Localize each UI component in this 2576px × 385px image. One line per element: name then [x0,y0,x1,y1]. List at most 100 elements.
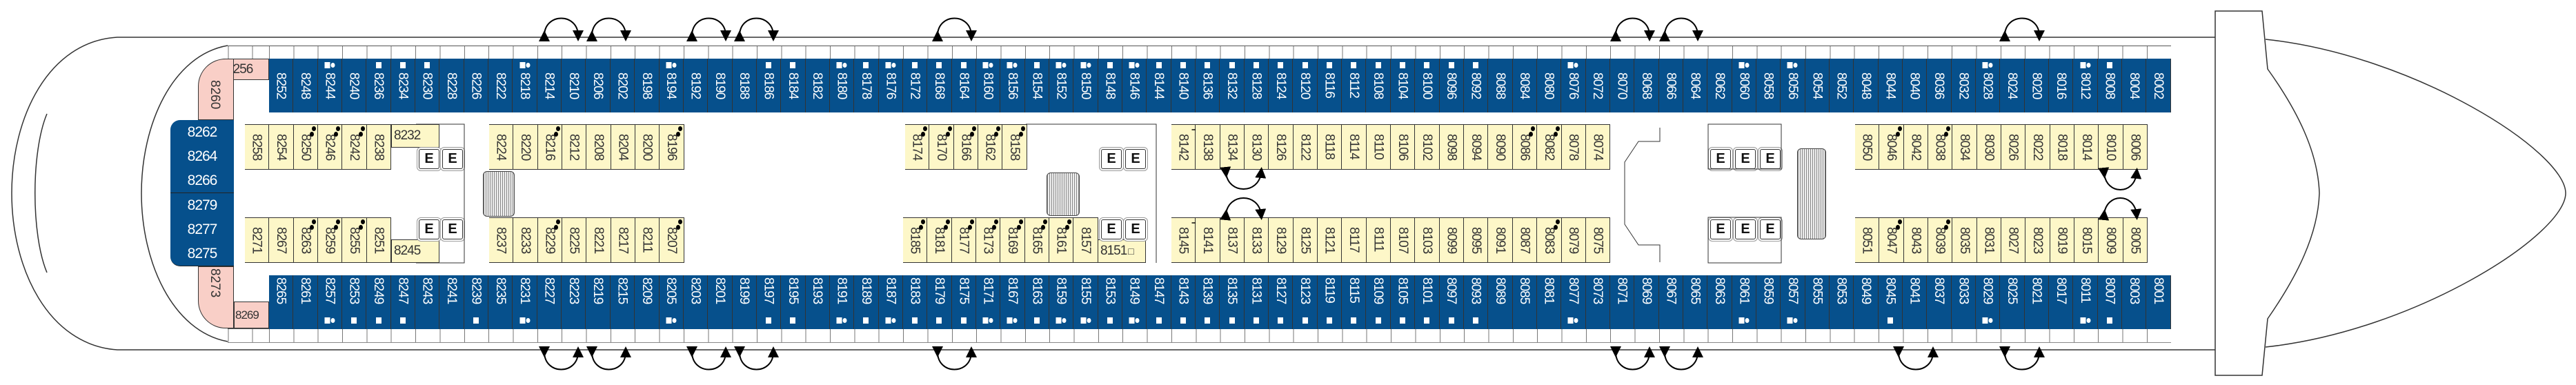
cabin-8079[interactable]: 8079 [1561,217,1586,263]
cabin-8062[interactable]: 8062 [1707,59,1732,112]
cabin-8162[interactable]: 8162 [978,124,1003,170]
cabin-8148[interactable]: 8148 [1098,59,1123,112]
cabin-8032[interactable]: 8032 [1951,59,1976,112]
cabin-8173[interactable]: 8173 [976,217,1001,263]
cabin-8129[interactable]: 8129 [1269,217,1294,263]
cabin-8078[interactable]: 8078 [1561,124,1586,170]
cabin-8091[interactable]: 8091 [1488,217,1513,263]
cabin-8203[interactable]: 8203 [683,275,709,329]
cabin-8036[interactable]: 8036 [1927,59,1952,112]
cabin-8217[interactable]: 8217 [611,217,636,263]
cabin-8072[interactable]: 8072 [1585,59,1610,112]
cabin-8117[interactable]: 8117 [1342,217,1367,263]
cabin-8089[interactable]: 8089 [1488,275,1513,329]
cabin-8010[interactable]: 8010 [2099,124,2123,170]
cabin-8029[interactable]: 8029 [1976,275,2001,329]
cabin-8228[interactable]: 8228 [439,59,464,112]
cabin-8115[interactable]: 8115 [1342,275,1367,329]
cabin-8066[interactable]: 8066 [1658,59,1683,112]
cabin-8158[interactable]: 8158 [1002,124,1027,170]
cabin-8177[interactable]: 8177 [951,217,977,263]
cabin-8049[interactable]: 8049 [1854,275,1879,329]
cabin-8056[interactable]: 8056 [1781,59,1805,112]
cabin-8149[interactable]: 8149 [1122,275,1147,329]
cabin-8050[interactable]: 8050 [1855,124,1880,170]
cabin-8187[interactable]: 8187 [878,275,903,329]
cabin-8275[interactable]: 8275 [170,241,234,266]
cabin-8183[interactable]: 8183 [902,275,928,329]
cabin-8219[interactable]: 8219 [586,275,611,329]
cabin-8248[interactable]: 8248 [293,59,318,112]
cabin-8140[interactable]: 8140 [1171,59,1196,112]
cabin-8061[interactable]: 8061 [1732,275,1756,329]
cabin-8209[interactable]: 8209 [635,275,660,329]
cabin-8058[interactable]: 8058 [1756,59,1781,112]
cabin-8232[interactable]: 8232 [391,124,439,148]
cabin-8265[interactable]: 8265 [269,275,294,329]
cabin-8101[interactable]: 8101 [1415,275,1440,329]
cabin-8235[interactable]: 8235 [488,275,513,329]
cabin-8225[interactable]: 8225 [562,217,587,263]
cabin-8126[interactable]: 8126 [1269,124,1294,170]
cabin-8191[interactable]: 8191 [829,275,855,329]
cabin-8069[interactable]: 8069 [1634,275,1659,329]
cabin-8060[interactable]: 8060 [1732,59,1756,112]
cabin-8098[interactable]: 8098 [1439,124,1465,170]
cabin-8171[interactable]: 8171 [975,275,1001,329]
cabin-8059[interactable]: 8059 [1756,275,1781,329]
cabin-8110[interactable]: 8110 [1366,124,1391,170]
cabin-8057[interactable]: 8057 [1781,275,1805,329]
cabin-8096[interactable]: 8096 [1439,59,1464,112]
cabin-8102[interactable]: 8102 [1415,124,1440,170]
cabin-8153[interactable]: 8153 [1098,275,1123,329]
cabin-8088[interactable]: 8088 [1488,59,1513,112]
cabin-8107[interactable]: 8107 [1391,217,1416,263]
cabin-8112[interactable]: 8112 [1342,59,1367,112]
cabin-8170[interactable]: 8170 [929,124,954,170]
cabin-8154[interactable]: 8154 [1024,59,1049,112]
cabin-8099[interactable]: 8099 [1439,217,1465,263]
cabin-8165[interactable]: 8165 [1024,217,1050,263]
cabin-8150[interactable]: 8150 [1073,59,1098,112]
cabin-8143[interactable]: 8143 [1171,275,1196,329]
cabin-8075[interactable]: 8075 [1585,217,1611,263]
cabin-8022[interactable]: 8022 [2025,124,2050,170]
cabin-8252[interactable]: 8252 [269,59,294,112]
cabin-8046[interactable]: 8046 [1879,124,1904,170]
cabin-8264[interactable]: 8264 [170,144,234,169]
cabin-8045[interactable]: 8045 [1878,275,1903,329]
cabin-8008[interactable]: 8008 [2097,59,2123,112]
cabin-8184[interactable]: 8184 [781,59,806,112]
cabin-8053[interactable]: 8053 [1830,275,1854,329]
cabin-8081[interactable]: 8081 [1536,275,1562,329]
cabin-8025[interactable]: 8025 [2000,275,2025,329]
cabin-8103[interactable]: 8103 [1415,217,1440,263]
cabin-8277[interactable]: 8277 [170,217,234,242]
cabin-8139[interactable]: 8139 [1196,275,1220,329]
cabin-8048[interactable]: 8048 [1854,59,1879,112]
cabin-8178[interactable]: 8178 [854,59,879,112]
cabin-8070[interactable]: 8070 [1609,59,1635,112]
cabin-8179[interactable]: 8179 [927,275,952,329]
cabin-8279[interactable]: 8279 [170,193,234,218]
cabin-8240[interactable]: 8240 [342,59,367,112]
cabin-8141[interactable]: 8141 [1196,217,1220,263]
cabin-8042[interactable]: 8042 [1903,124,1929,170]
cabin-8231[interactable]: 8231 [513,275,537,329]
cabin-8044[interactable]: 8044 [1878,59,1903,112]
cabin-8017[interactable]: 8017 [2049,275,2074,329]
cabin-8012[interactable]: 8012 [2073,59,2098,112]
cabin-8031[interactable]: 8031 [1976,217,2002,263]
cabin-8266[interactable]: 8266 [170,168,234,193]
cabin-8128[interactable]: 8128 [1244,59,1269,112]
cabin-8207[interactable]: 8207 [660,217,684,263]
cabin-8260[interactable]: 8260 [198,59,234,120]
cabin-8001[interactable]: 8001 [2146,275,2171,329]
cabin-8004[interactable]: 8004 [2122,59,2147,112]
cabin-8182[interactable]: 8182 [805,59,830,112]
cabin-8047[interactable]: 8047 [1879,217,1904,263]
cabin-8040[interactable]: 8040 [1903,59,1928,112]
cabin-8104[interactable]: 8104 [1390,59,1416,112]
cabin-8263[interactable]: 8263 [293,217,319,263]
cabin-8172[interactable]: 8172 [902,59,928,112]
